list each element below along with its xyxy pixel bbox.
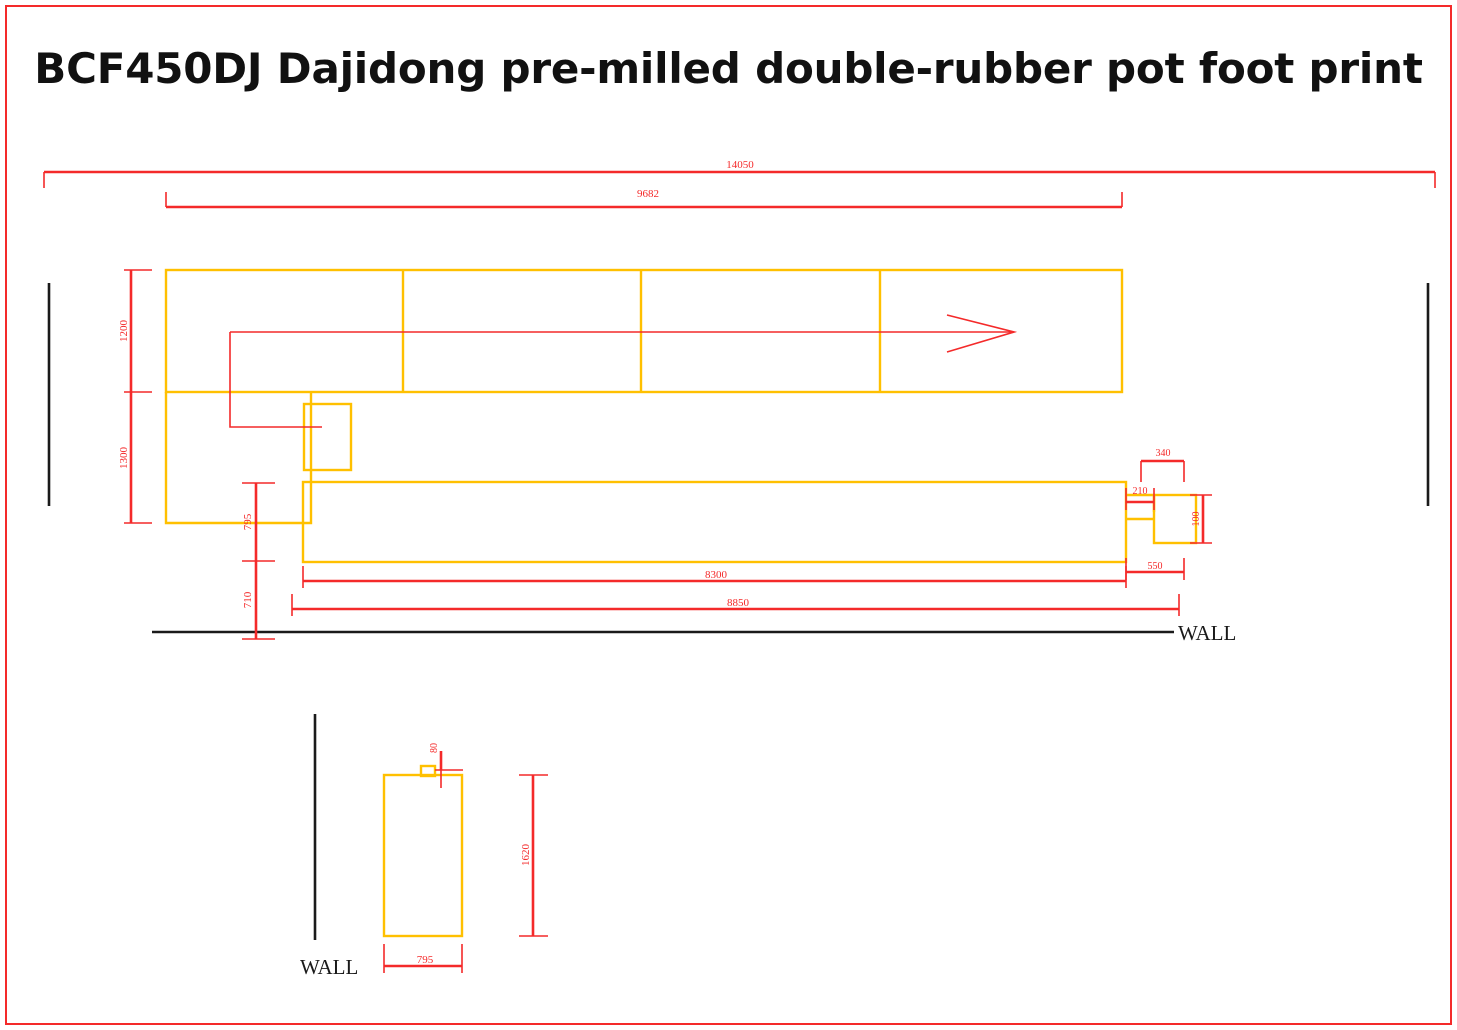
dimension-right-offset: 550 — [1125, 558, 1185, 580]
side-view-equipment — [382, 764, 464, 938]
side-view-nub-box — [419, 764, 437, 778]
dimension-right-offset-label: 550 — [1148, 561, 1163, 572]
equipment-lower-run — [301, 480, 1198, 564]
dimension-right-neck-width: 210 — [1125, 486, 1155, 510]
dimension-lower-run-length-label: 8300 — [705, 569, 728, 581]
lower-run-body — [301, 480, 1128, 564]
side-view-body — [382, 773, 464, 938]
dimension-right-stub-width-label: 340 — [1156, 448, 1171, 459]
dimension-right-stub-width: 340 — [1140, 448, 1185, 482]
dimension-top-band-height: 1200 — [118, 269, 152, 393]
right-neck-upper — [1126, 493, 1156, 512]
dimension-second-band-height: 1300 — [118, 392, 152, 524]
dimension-side-view-width-label: 795 — [417, 954, 434, 966]
wall-label-side-view: WALL — [300, 955, 358, 979]
left-corner-block — [164, 392, 313, 525]
right-terminal-box — [1152, 493, 1198, 545]
dimension-left-block-height: 795 — [242, 482, 275, 562]
dimension-overall-length: 14050 — [43, 159, 1436, 188]
wall-reference-lines — [47, 283, 1430, 940]
equipment-upper-counter — [164, 268, 1124, 525]
dimension-right-box-height: 100 — [1190, 494, 1212, 544]
dimension-overall-length-label: 14050 — [726, 159, 754, 171]
flow-direction-arrow-right — [229, 314, 1018, 428]
page-border — [5, 5, 1452, 1025]
dimension-side-view-height: 1620 — [519, 774, 548, 937]
upper-counter-body — [164, 268, 1124, 394]
dimension-inner-length: 9682 — [165, 188, 1123, 209]
dimension-side-view-width: 795 — [383, 944, 463, 973]
page-title: BCF450DJ Dajidong pre-milled double-rubb… — [34, 44, 1423, 93]
dimension-right-box-height-label: 100 — [1191, 512, 1202, 527]
dimension-gap-to-wall: 710 — [242, 561, 275, 640]
dimension-top-band-height-label: 1200 — [118, 320, 130, 343]
dimension-lower-run-total: 8850 — [291, 594, 1180, 616]
dimension-lower-run-length: 8300 — [302, 566, 1127, 588]
dimension-left-block-height-label: 795 — [242, 513, 254, 530]
small-appliance-box — [302, 402, 353, 472]
dimension-gap-to-wall-label: 710 — [242, 591, 254, 608]
dimension-lower-run-total-label: 8850 — [727, 597, 750, 609]
dimension-side-view-height-label: 1620 — [520, 844, 532, 867]
dimension-right-neck-width-label: 210 — [1133, 486, 1148, 497]
wall-label-top-view: WALL — [1178, 621, 1236, 645]
dimension-second-band-height-label: 1300 — [118, 447, 130, 470]
dimension-inner-length-label: 9682 — [637, 188, 659, 200]
dimension-side-view-nub: 80 — [429, 743, 463, 788]
dimension-side-view-nub-label: 80 — [429, 743, 440, 753]
